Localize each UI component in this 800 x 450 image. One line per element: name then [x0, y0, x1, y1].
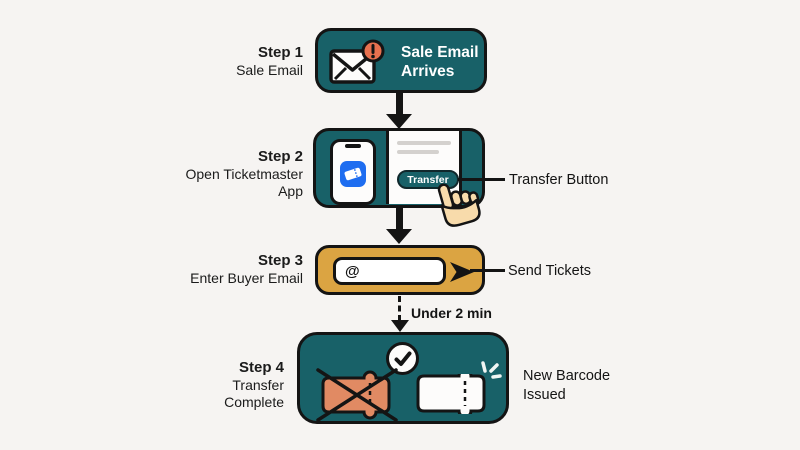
flow-arrow-step1-step2 [396, 92, 403, 116]
new-barcode-line2: Issued [523, 386, 566, 403]
ticketmaster-app-icon [340, 161, 366, 187]
step2-sublabel-line2: App [278, 183, 303, 200]
voided-ticket-icon [316, 368, 398, 422]
step4-sublabel-line1: Transfer [232, 377, 284, 394]
sparkle-icon [481, 361, 502, 379]
step3-card-enter-email [315, 245, 485, 295]
app-screen-panel: Transfer [386, 131, 462, 204]
screen-text-line [397, 150, 439, 154]
transfer-annotation-line [458, 178, 505, 181]
step2-label: Step 2 Open Ticketmaster App [93, 148, 304, 200]
send-tickets-annotation: Send Tickets [508, 263, 592, 279]
step4-name: Step 4 [238, 359, 284, 376]
flow-arrow-step2-step3 [396, 206, 403, 229]
flow-arrowhead-step2-step3 [386, 229, 412, 244]
hand-cursor-icon [437, 183, 481, 227]
new-barcode-annotation: New Barcode Issued [523, 367, 610, 405]
send-annotation-line [470, 269, 505, 272]
step1-card-sale-email: Sale Email Arrives [315, 28, 487, 93]
step3-sublabel: Enter Buyer Email [190, 270, 303, 287]
transfer-button[interactable]: Transfer [397, 170, 459, 189]
step2-sublabel-line1: Open Ticketmaster [185, 166, 304, 183]
step4-sublabel-line2: Complete [224, 394, 284, 411]
x-cross-icon [316, 368, 398, 422]
alert-badge-icon [361, 39, 385, 63]
phone-notch [345, 144, 361, 148]
send-arrow-icon [450, 262, 474, 282]
transfer-button-annotation: Transfer Button [509, 172, 609, 188]
step1-card-title: Sale Email Arrives [401, 44, 479, 80]
step1-label: Step 1 Sale Email [113, 44, 303, 79]
step4-card-transfer-complete [297, 332, 509, 424]
new-ticket-icon [416, 374, 486, 414]
phone-icon [330, 139, 376, 205]
step3-name: Step 3 [257, 252, 303, 269]
buyer-email-input[interactable] [333, 257, 446, 285]
envelope-icon [329, 39, 385, 84]
checkmark-icon [386, 342, 419, 375]
under-two-min-annotation: Under 2 min [411, 305, 492, 321]
step1-name: Step 1 [257, 44, 303, 61]
screen-text-line [397, 141, 451, 145]
flow-arrow-dashed-step3-step4 [398, 296, 401, 321]
step3-label: Step 3 Enter Buyer Email [93, 252, 303, 287]
step1-sublabel: Sale Email [236, 62, 303, 79]
ticket-glyph-icon [344, 167, 362, 181]
step4-label: Step 4 Transfer Complete [94, 359, 284, 411]
flow-arrowhead-step1-step2 [386, 114, 412, 129]
step2-name: Step 2 [257, 148, 303, 165]
new-barcode-line1: New Barcode [523, 368, 611, 384]
flow-arrowhead-step3-step4 [391, 320, 409, 332]
